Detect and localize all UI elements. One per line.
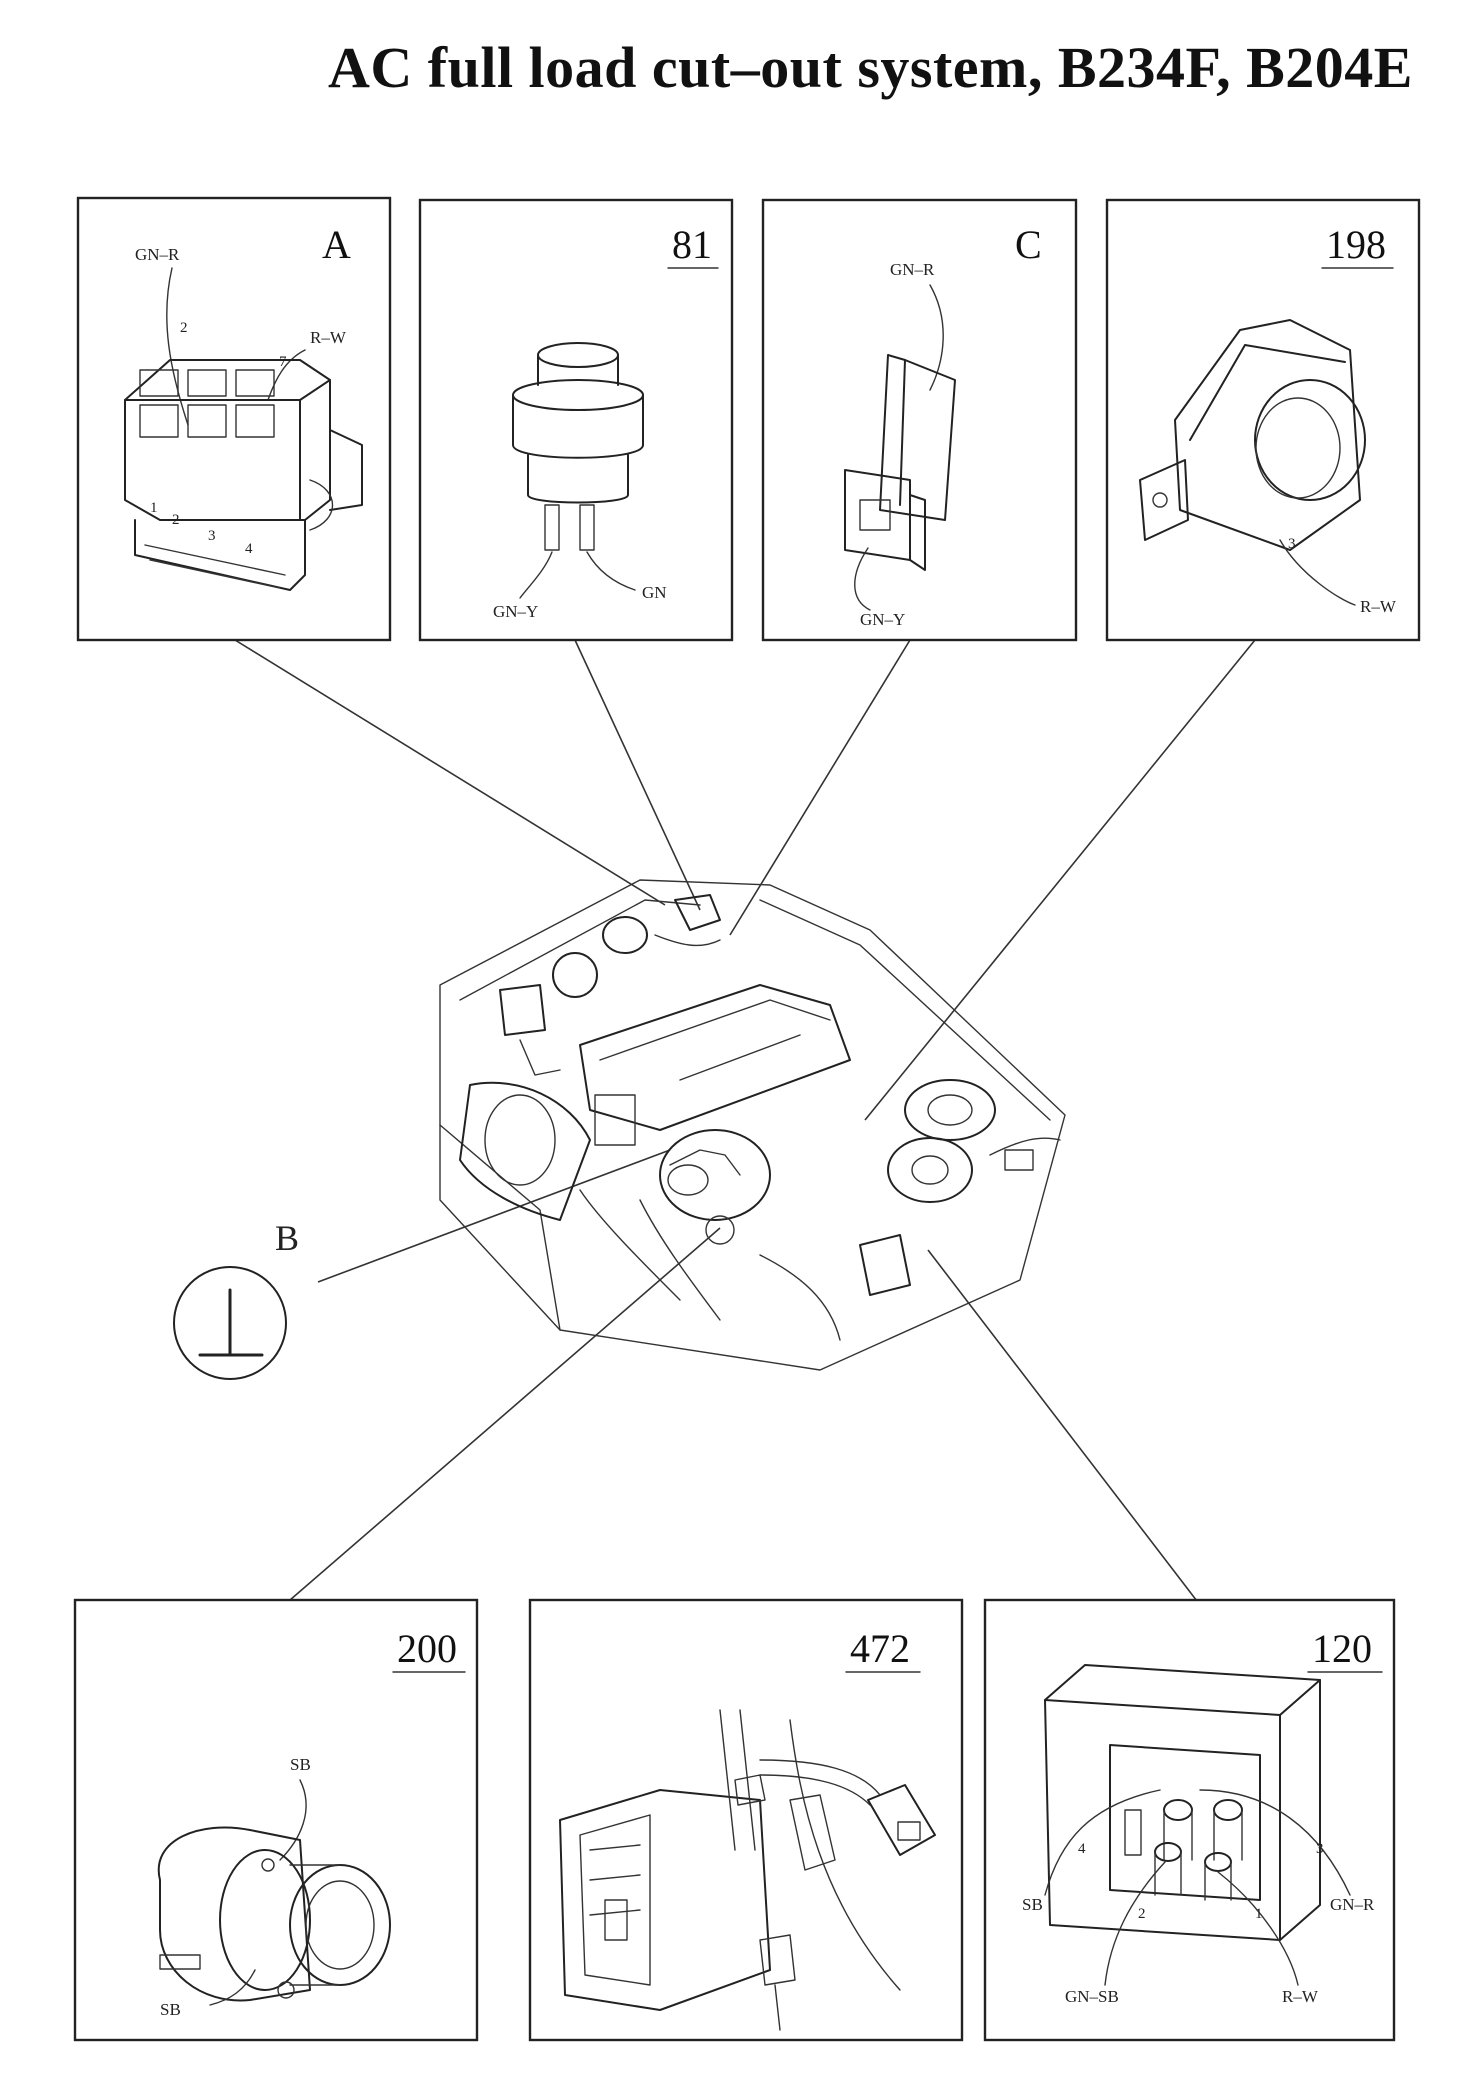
pin-label-2-120: 2	[1138, 1906, 1146, 1922]
panel-120-frame	[983, 1598, 1396, 2042]
wire-label-sb-top: SB	[290, 1755, 311, 1774]
multi-pin-connector-icon	[124, 267, 363, 591]
panel-81-label: 81	[672, 222, 712, 267]
wire-label-gn: GN	[642, 583, 667, 602]
leader-line-120	[927, 1249, 1201, 1606]
panel-c-label: C	[1015, 222, 1042, 267]
temperature-sensor-icon	[157, 1826, 391, 2002]
panel-200-label: 200	[397, 1626, 457, 1671]
pin-label-2b: 2	[172, 512, 180, 528]
ground-point-b: B	[173, 1218, 299, 1380]
panel-c: C GN–R GN–Y	[761, 198, 1078, 642]
leader-lines	[234, 639, 1256, 1606]
leader-line-198	[864, 639, 1256, 1121]
wire-label-gn-y-c: GN–Y	[860, 610, 905, 629]
leader-line-a	[234, 639, 666, 906]
ground-icon	[173, 1266, 287, 1380]
panel-472-label: 472	[850, 1626, 910, 1671]
pin-label-7: 7	[279, 354, 287, 370]
wire-label-r-w: R–W	[310, 328, 347, 347]
wire-label-r-w-198: R–W	[1360, 597, 1397, 616]
wire-label-gn-y: GN–Y	[493, 602, 538, 621]
inline-connector-icon	[844, 354, 956, 571]
pin-label-4-120: 4	[1078, 1841, 1086, 1857]
panel-200: 200 SB SB	[73, 1598, 479, 2042]
page-title: AC full load cut–out system, B234F, B204…	[327, 35, 1413, 100]
control-module-icon	[559, 1709, 936, 2031]
pin-label-3-198: 3	[1288, 536, 1296, 552]
leader-line-200	[289, 1227, 721, 1601]
panel-200-frame	[73, 1598, 479, 2042]
leader-line-c	[729, 639, 911, 936]
pin-label-1-120: 1	[1255, 1906, 1263, 1922]
pin-label-3-120: 3	[1316, 1841, 1324, 1857]
wire-label-gn-r: GN–R	[135, 245, 180, 264]
engine-bay-illustration	[439, 879, 1066, 1371]
pin-label-3: 3	[208, 528, 216, 544]
pressure-switch-icon	[512, 342, 644, 551]
panel-a: A GN–R R–W 2 7 1 2 3 4	[76, 196, 392, 642]
panel-472-frame	[528, 1598, 964, 2042]
pin-label-1: 1	[150, 500, 158, 516]
panel-81: 81 GN–Y GN	[418, 198, 734, 642]
panel-198-label: 198	[1326, 222, 1386, 267]
panel-a-frame	[76, 196, 392, 642]
panel-472: 472	[528, 1598, 964, 2042]
throttle-switch-icon	[1139, 319, 1366, 551]
panel-a-label: A	[322, 222, 351, 267]
pin-label-2: 2	[180, 320, 188, 336]
relay-icon	[1044, 1664, 1321, 1941]
panel-120-label: 120	[1312, 1626, 1372, 1671]
panel-81-frame	[418, 198, 734, 642]
wire-label-gn-r-c: GN–R	[890, 260, 935, 279]
wire-label-sb-bottom: SB	[160, 2000, 181, 2019]
wire-label-sb-120: SB	[1022, 1895, 1043, 1914]
wire-label-r-w-120: R–W	[1282, 1987, 1319, 2006]
leader-line-b	[317, 1149, 671, 1283]
wire-label-gn-r-120: GN–R	[1330, 1895, 1375, 1914]
ground-label-b: B	[275, 1218, 299, 1258]
pin-label-4: 4	[245, 541, 253, 557]
wire-label-gn-sb-120: GN–SB	[1065, 1987, 1119, 2006]
panel-120: 120 4 2 1 3 SB GN–SB R–W GN–R	[983, 1598, 1396, 2042]
leader-line-81	[574, 639, 701, 911]
panel-198: 198 3 R–W	[1105, 198, 1421, 642]
